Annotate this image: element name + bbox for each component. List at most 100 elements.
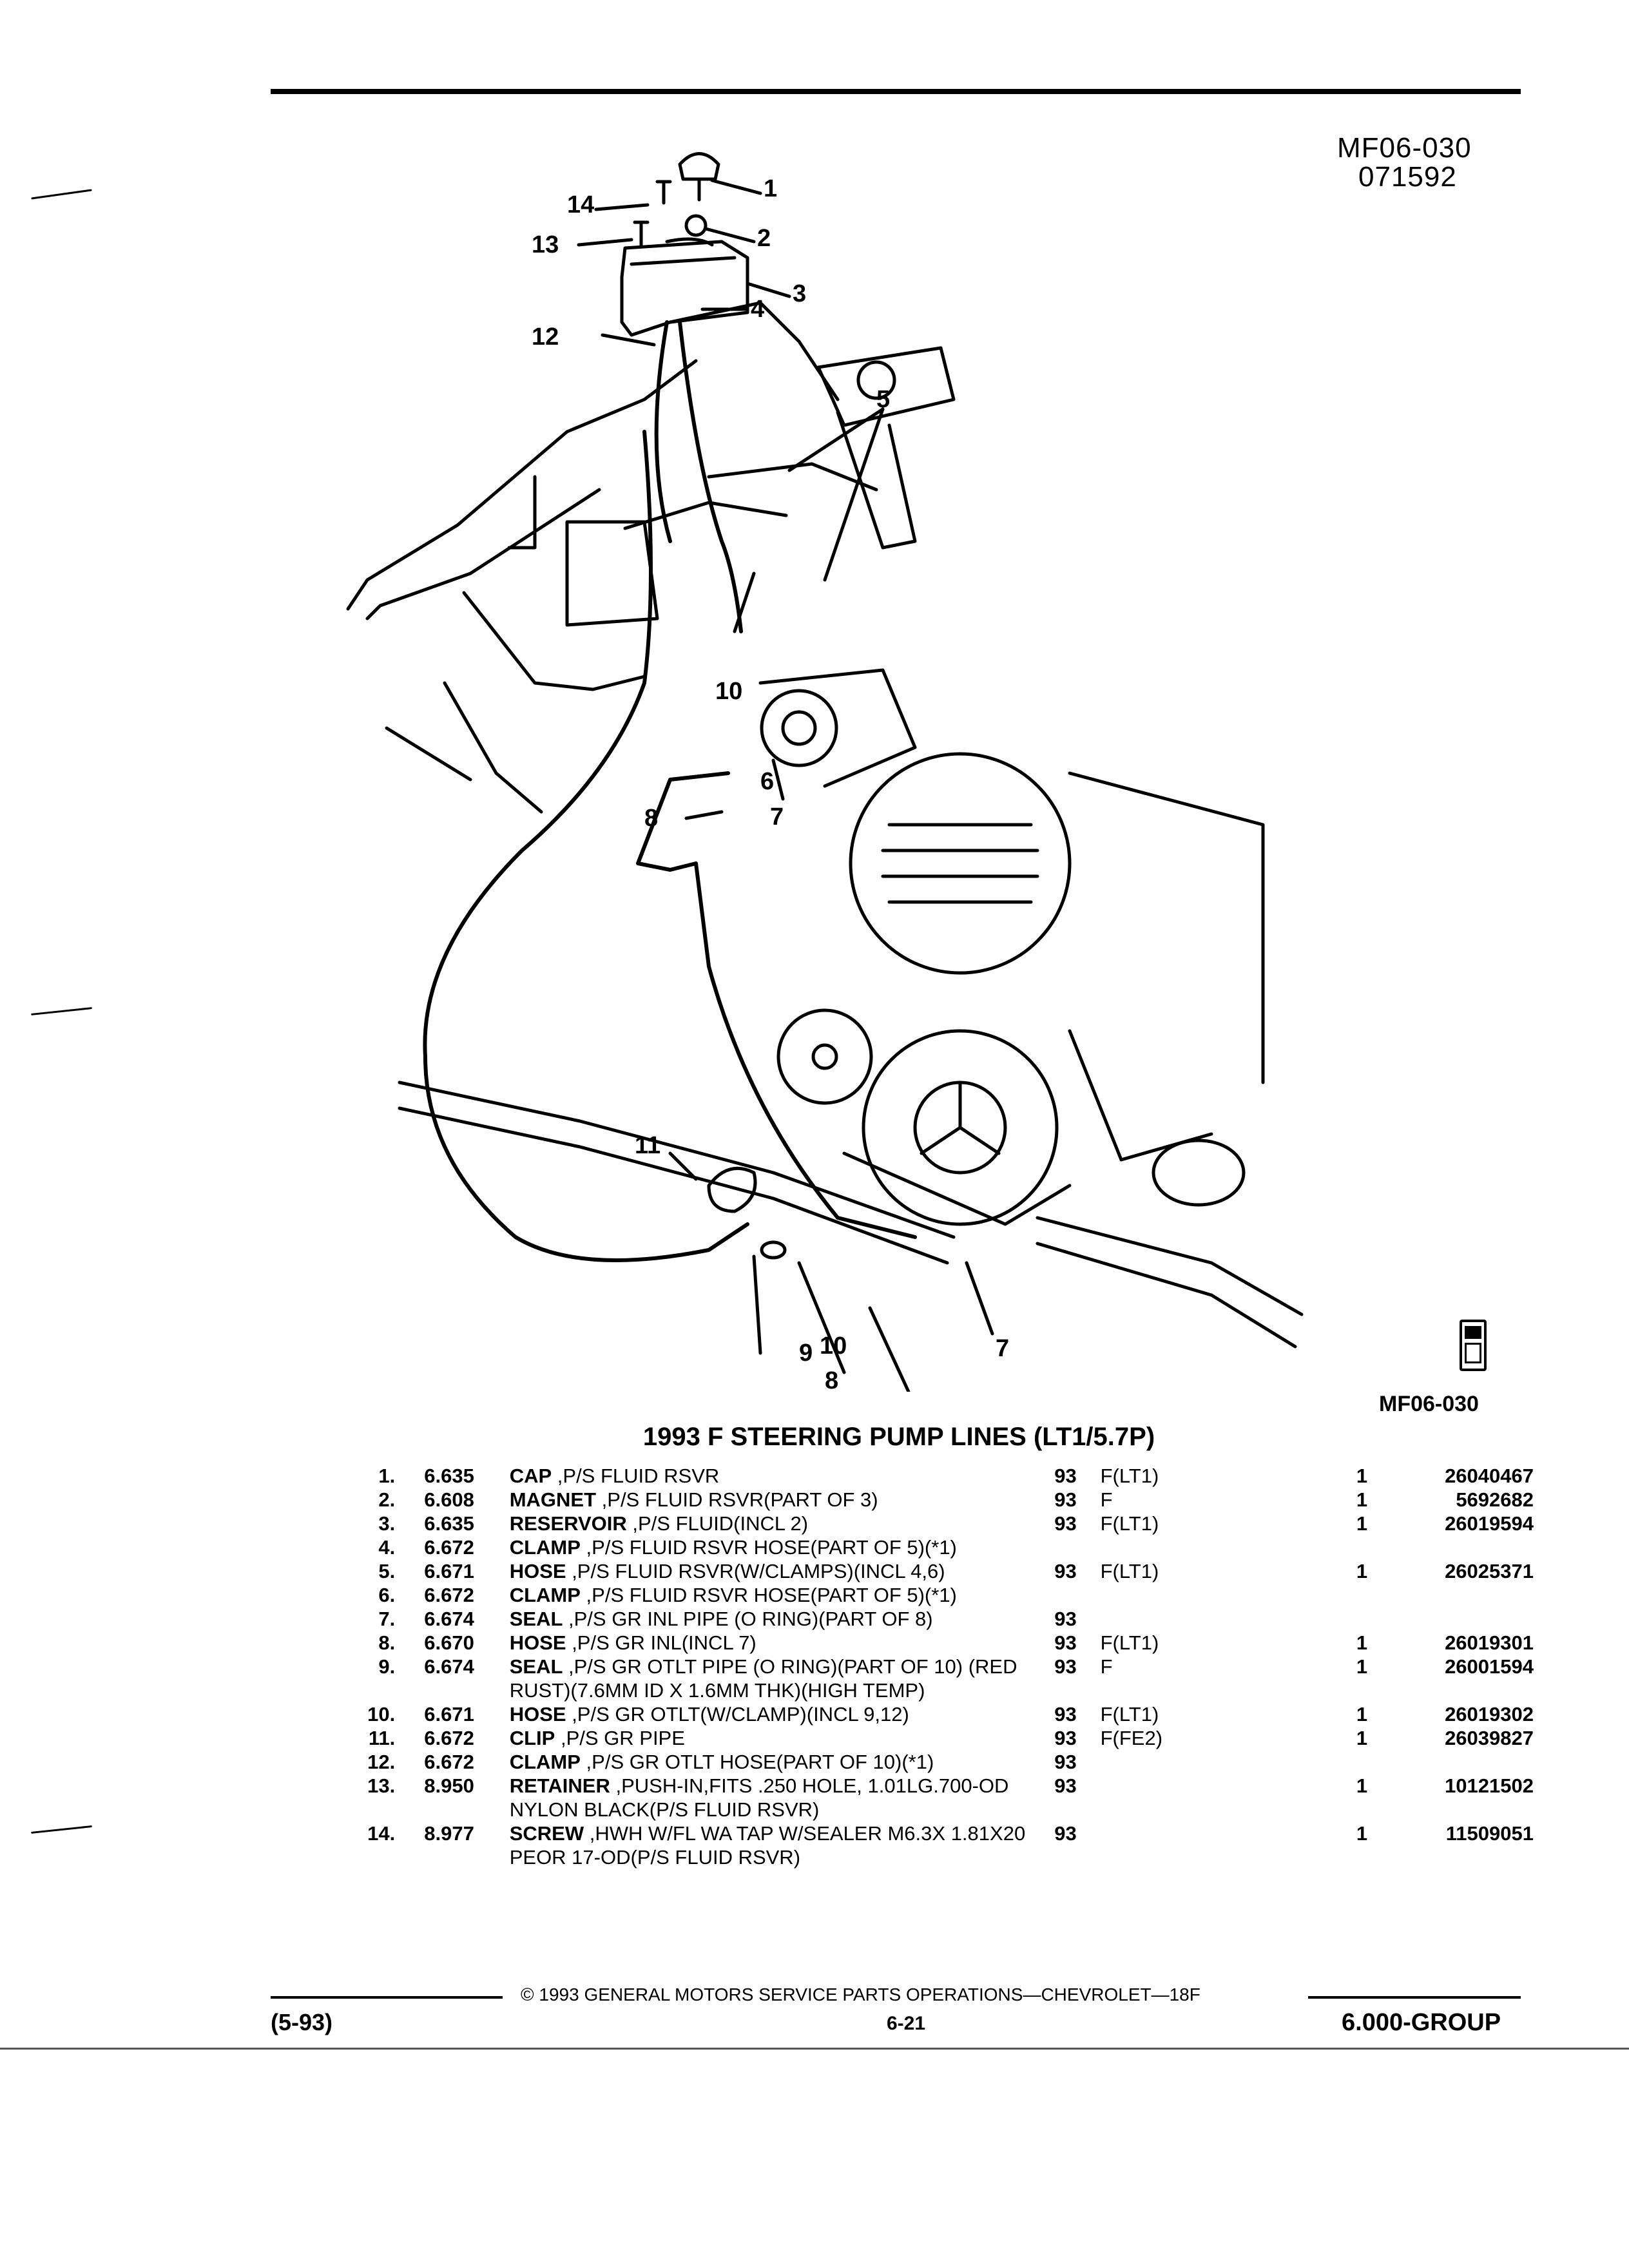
quantity — [1356, 1535, 1389, 1559]
page-number: 6-21 — [887, 2013, 926, 2034]
callout-8c: 8 — [825, 1367, 838, 1392]
item-number: 12. — [367, 1751, 396, 1773]
part-number: 26025371 — [1445, 1560, 1534, 1582]
item-detail: ,P/S GR OTLT PIPE (O RING)(PART OF 10) (… — [509, 1655, 1017, 1702]
callout-10c: 10 — [820, 1332, 847, 1360]
group-number: 6.674 — [424, 1655, 474, 1678]
quantity: 1 — [1356, 1727, 1368, 1749]
table-row: 4. 6.672 CLAMP ,P/S FLUID RSVR HOSE(PART O… — [309, 1535, 1534, 1559]
outlet-hose — [423, 430, 749, 1262]
item-detail: ,P/S GR INL PIPE (O RING)(PART OF 8) — [563, 1608, 933, 1630]
item-detail: ,HWH W/FL WA TAP W/SEALER M6.3X 1.81X20 … — [509, 1822, 1026, 1869]
quantity — [1356, 1607, 1389, 1631]
part-number: 11509051 — [1445, 1822, 1534, 1845]
item-description: RETAINER ,PUSH-IN,FITS .250 HOLE, 1.01LG… — [510, 1774, 1055, 1821]
mount-plate — [816, 346, 956, 427]
group-number: 8.950 — [424, 1774, 474, 1797]
item-name: HOSE — [509, 1631, 566, 1654]
item-number: 11. — [368, 1727, 396, 1749]
part-number — [1389, 1607, 1534, 1631]
model-year — [1054, 1583, 1100, 1607]
group-number: 6.671 — [424, 1560, 474, 1582]
pump-cover — [849, 752, 1072, 975]
callout-7: 7 — [770, 803, 784, 831]
quantity: 1 — [1356, 1512, 1368, 1535]
quantity — [1356, 1750, 1389, 1774]
item-number: 2. — [378, 1488, 396, 1511]
model-year: 93 — [1054, 1703, 1077, 1725]
item-number: 4. — [378, 1536, 396, 1559]
item-name: MAGNET — [509, 1488, 597, 1511]
group-number: 6.635 — [424, 1512, 474, 1535]
item-name: CAP — [509, 1465, 552, 1487]
series: F(LT1) — [1100, 1631, 1159, 1654]
callout-9: 9 — [799, 1340, 813, 1367]
quantity: 1 — [1356, 1655, 1368, 1678]
model-year: 93 — [1054, 1727, 1077, 1749]
series: F(LT1) — [1100, 1512, 1159, 1535]
group-number: 6.672 — [424, 1536, 474, 1559]
series: F — [1100, 1655, 1113, 1678]
item-description: SCREW ,HWH W/FL WA TAP W/SEALER M6.3X 1.… — [510, 1821, 1055, 1869]
item-name: SEAL — [509, 1608, 563, 1630]
group-number: 6.635 — [424, 1465, 474, 1487]
item-description: CLAMP ,P/S FLUID RSVR HOSE(PART OF 5)(*1… — [510, 1583, 1055, 1607]
model-year: 93 — [1054, 1655, 1077, 1678]
series — [1101, 1774, 1356, 1821]
group-number: 6.674 — [424, 1608, 474, 1630]
scan-mark — [31, 1825, 92, 1834]
item-description: CLAMP ,P/S FLUID RSVR HOSE(PART OF 5)(*1… — [510, 1535, 1055, 1559]
callout-8: 8 — [644, 805, 658, 832]
quantity: 1 — [1356, 1774, 1368, 1797]
series: F(FE2) — [1100, 1727, 1163, 1749]
callout-7b: 7 — [996, 1335, 1009, 1362]
item-name: CLAMP — [509, 1584, 581, 1606]
group-number: 6.672 — [424, 1751, 474, 1773]
part-number: 26039827 — [1445, 1727, 1534, 1749]
item-description: CLAMP ,P/S GR OTLT HOSE(PART OF 10)(*1) — [510, 1750, 1055, 1774]
part-number — [1389, 1750, 1534, 1774]
quantity: 1 — [1356, 1560, 1368, 1582]
pump-pulley — [862, 1029, 1059, 1226]
steering-pump-lines-diagram: 1 2 3 4 5 6 7 8 9 10 11 12 13 14 7 8 8 1… — [346, 152, 1304, 1392]
item-number: 5. — [378, 1560, 396, 1582]
callout-3: 3 — [793, 280, 806, 307]
callout-10: 10 — [715, 678, 742, 705]
pipe-clip — [707, 1166, 757, 1213]
item-number: 14. — [367, 1822, 396, 1845]
item-description: RESERVOIR ,P/S FLUID(INCL 2) — [510, 1512, 1055, 1535]
item-number: 6. — [378, 1584, 396, 1606]
item-name: SEAL — [509, 1655, 563, 1678]
item-number: 7. — [378, 1608, 396, 1630]
item-detail: ,P/S GR OTLT(W/CLAMP)(INCL 9,12) — [566, 1703, 909, 1725]
callout-13: 13 — [532, 231, 559, 258]
header-date: 071592 — [1358, 161, 1457, 193]
copyright-text: © 1993 GENERAL MOTORS SERVICE PARTS OPER… — [521, 1984, 1200, 2004]
scan-mark — [31, 189, 92, 200]
series — [1101, 1821, 1356, 1869]
table-row: 5. 6.671 HOSE ,P/S FLUID RSVR(W/CLAMPS)(IN… — [309, 1559, 1534, 1583]
series: F — [1100, 1488, 1113, 1511]
item-name: RESERVOIR — [509, 1512, 627, 1535]
group-number: 6.608 — [424, 1488, 474, 1511]
item-number: 8. — [378, 1631, 396, 1654]
item-detail: ,P/S FLUID RSVR(W/CLAMPS)(INCL 4,6) — [566, 1560, 945, 1582]
page-title: 1993 F STEERING PUMP LINES (LT1/5.7P) — [642, 1423, 1155, 1451]
part-number: 5692682 — [1456, 1488, 1534, 1511]
table-row: 12. 6.672 CLAMP ,P/S GR OTLT HOSE(PART OF … — [309, 1750, 1534, 1774]
item-description: HOSE ,P/S FLUID RSVR(W/CLAMPS)(INCL 4,6) — [510, 1559, 1055, 1583]
model-year: 93 — [1054, 1512, 1077, 1535]
screw — [655, 180, 672, 205]
retainer — [633, 220, 650, 248]
header-code: MF06-030 — [1337, 132, 1472, 164]
series: F(LT1) — [1100, 1703, 1159, 1725]
footer-date: (5-93) — [271, 2009, 333, 2035]
